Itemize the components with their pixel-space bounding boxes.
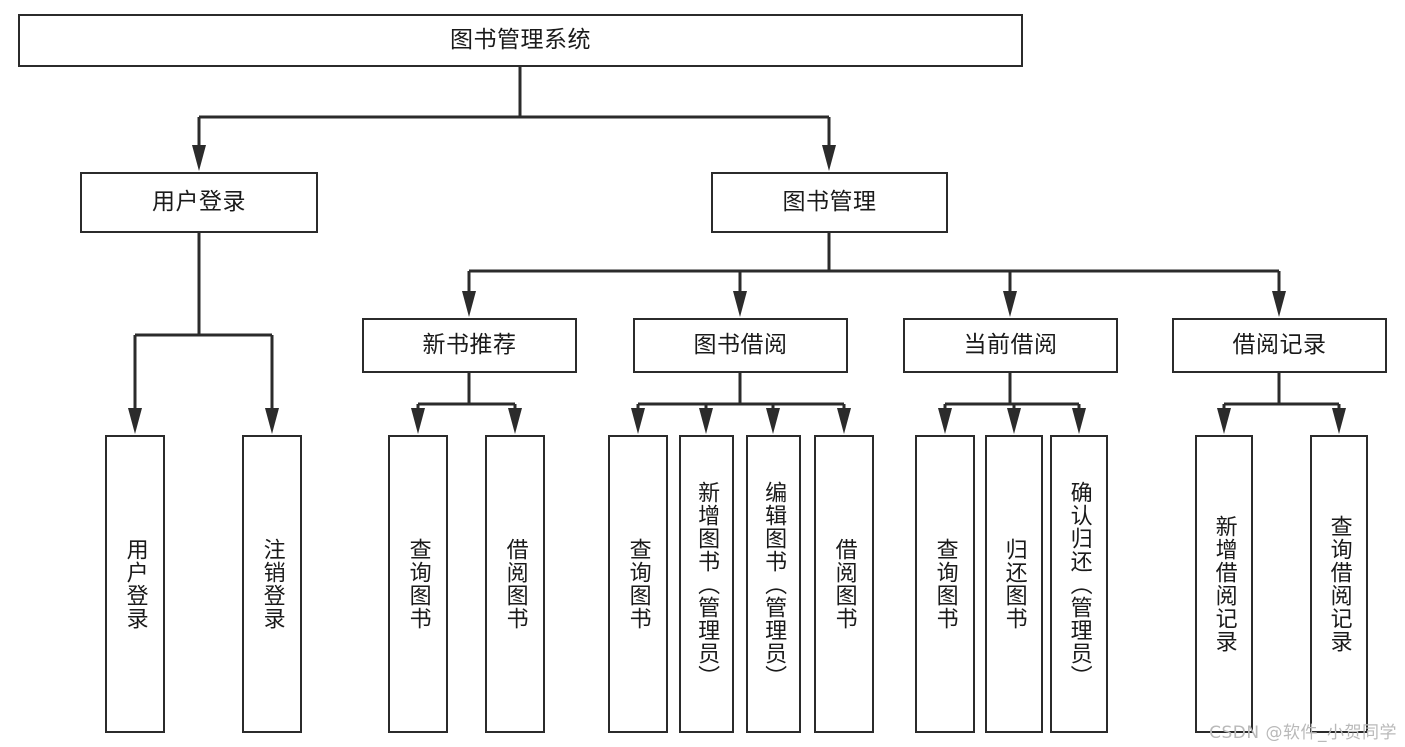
node-label-borrow-record: 借阅记录 — [1232, 331, 1327, 358]
node-current-borrow[interactable]: 当前借阅 — [903, 318, 1118, 373]
node-label-current-borrow: 当前借阅 — [963, 331, 1058, 358]
node-leaf-return-book[interactable]: 归还图书 — [985, 435, 1043, 733]
node-leaf-logout[interactable]: 注销登录 — [242, 435, 302, 733]
node-leaf-borrow-book-rec[interactable]: 借阅图书 — [485, 435, 545, 733]
node-label-leaf-query-book-cur: 查询图书 — [932, 538, 958, 630]
node-leaf-query-record[interactable]: 查询借阅记录 — [1310, 435, 1368, 733]
node-leaf-query-book-cur[interactable]: 查询图书 — [915, 435, 975, 733]
conn-book-borrow-arrow-2 — [766, 408, 780, 434]
node-label-leaf-return-book: 归还图书 — [1001, 538, 1027, 630]
conn-user-login-arrow-1 — [265, 408, 279, 434]
node-label-book-manage: 图书管理 — [782, 188, 877, 215]
node-leaf-borrow-book[interactable]: 借阅图书 — [814, 435, 874, 733]
conn-book-manage-arrow-3 — [1272, 291, 1286, 317]
node-label-leaf-add-book: 新增图书（管理员） — [694, 480, 720, 688]
node-leaf-add-book[interactable]: 新增图书（管理员） — [679, 435, 734, 733]
node-root[interactable]: 图书管理系统 — [18, 14, 1023, 67]
conn-current-borrow-arrow-2 — [1072, 408, 1086, 434]
conn-borrow-record-arrow-0 — [1217, 408, 1231, 434]
node-borrow-record[interactable]: 借阅记录 — [1172, 318, 1387, 373]
conn-current-borrow-arrow-0 — [938, 408, 952, 434]
node-book-borrow[interactable]: 图书借阅 — [633, 318, 848, 373]
node-label-leaf-edit-book: 编辑图书（管理员） — [761, 480, 787, 688]
node-label-leaf-confirm-return: 确认归还（管理员） — [1066, 480, 1092, 688]
node-leaf-add-record[interactable]: 新增借阅记录 — [1195, 435, 1253, 733]
conn-book-manage-arrow-2 — [1003, 291, 1017, 317]
node-label-new-book-rec: 新书推荐 — [422, 331, 517, 358]
conn-book-borrow-arrow-3 — [837, 408, 851, 434]
conn-borrow-record-arrow-1 — [1332, 408, 1346, 434]
node-leaf-query-book-borrow[interactable]: 查询图书 — [608, 435, 668, 733]
node-leaf-query-book-rec[interactable]: 查询图书 — [388, 435, 448, 733]
node-new-book-rec[interactable]: 新书推荐 — [362, 318, 577, 373]
conn-user-login-arrow-0 — [128, 408, 142, 434]
node-label-leaf-logout: 注销登录 — [259, 538, 285, 630]
node-label-leaf-user-login: 用户登录 — [122, 538, 148, 630]
conn-book-manage-arrow-1 — [733, 291, 747, 317]
node-label-leaf-query-record: 查询借阅记录 — [1326, 515, 1352, 653]
conn-book-borrow-arrow-0 — [631, 408, 645, 434]
conn-book-borrow-arrow-1 — [699, 408, 713, 434]
node-book-manage[interactable]: 图书管理 — [711, 172, 948, 233]
node-leaf-edit-book[interactable]: 编辑图书（管理员） — [746, 435, 801, 733]
node-user-login[interactable]: 用户登录 — [80, 172, 318, 233]
conn-new-book-rec-arrow-0 — [411, 408, 425, 434]
node-leaf-user-login[interactable]: 用户登录 — [105, 435, 165, 733]
node-leaf-confirm-return[interactable]: 确认归还（管理员） — [1050, 435, 1108, 733]
conn-current-borrow-arrow-1 — [1007, 408, 1021, 434]
node-label-root: 图书管理系统 — [450, 26, 591, 53]
conn-new-book-rec-arrow-1 — [508, 408, 522, 434]
node-label-leaf-borrow-book: 借阅图书 — [831, 538, 857, 630]
conn-root-arrow-1 — [822, 145, 836, 171]
node-label-leaf-query-book-borrow: 查询图书 — [625, 538, 651, 630]
node-label-leaf-borrow-book-rec: 借阅图书 — [502, 538, 528, 630]
node-label-book-borrow: 图书借阅 — [693, 331, 788, 358]
node-label-user-login: 用户登录 — [152, 188, 246, 215]
node-label-leaf-query-book-rec: 查询图书 — [405, 538, 431, 630]
conn-book-manage-arrow-0 — [462, 291, 476, 317]
node-label-leaf-add-record: 新增借阅记录 — [1211, 515, 1237, 653]
conn-root-arrow-0 — [192, 145, 206, 171]
